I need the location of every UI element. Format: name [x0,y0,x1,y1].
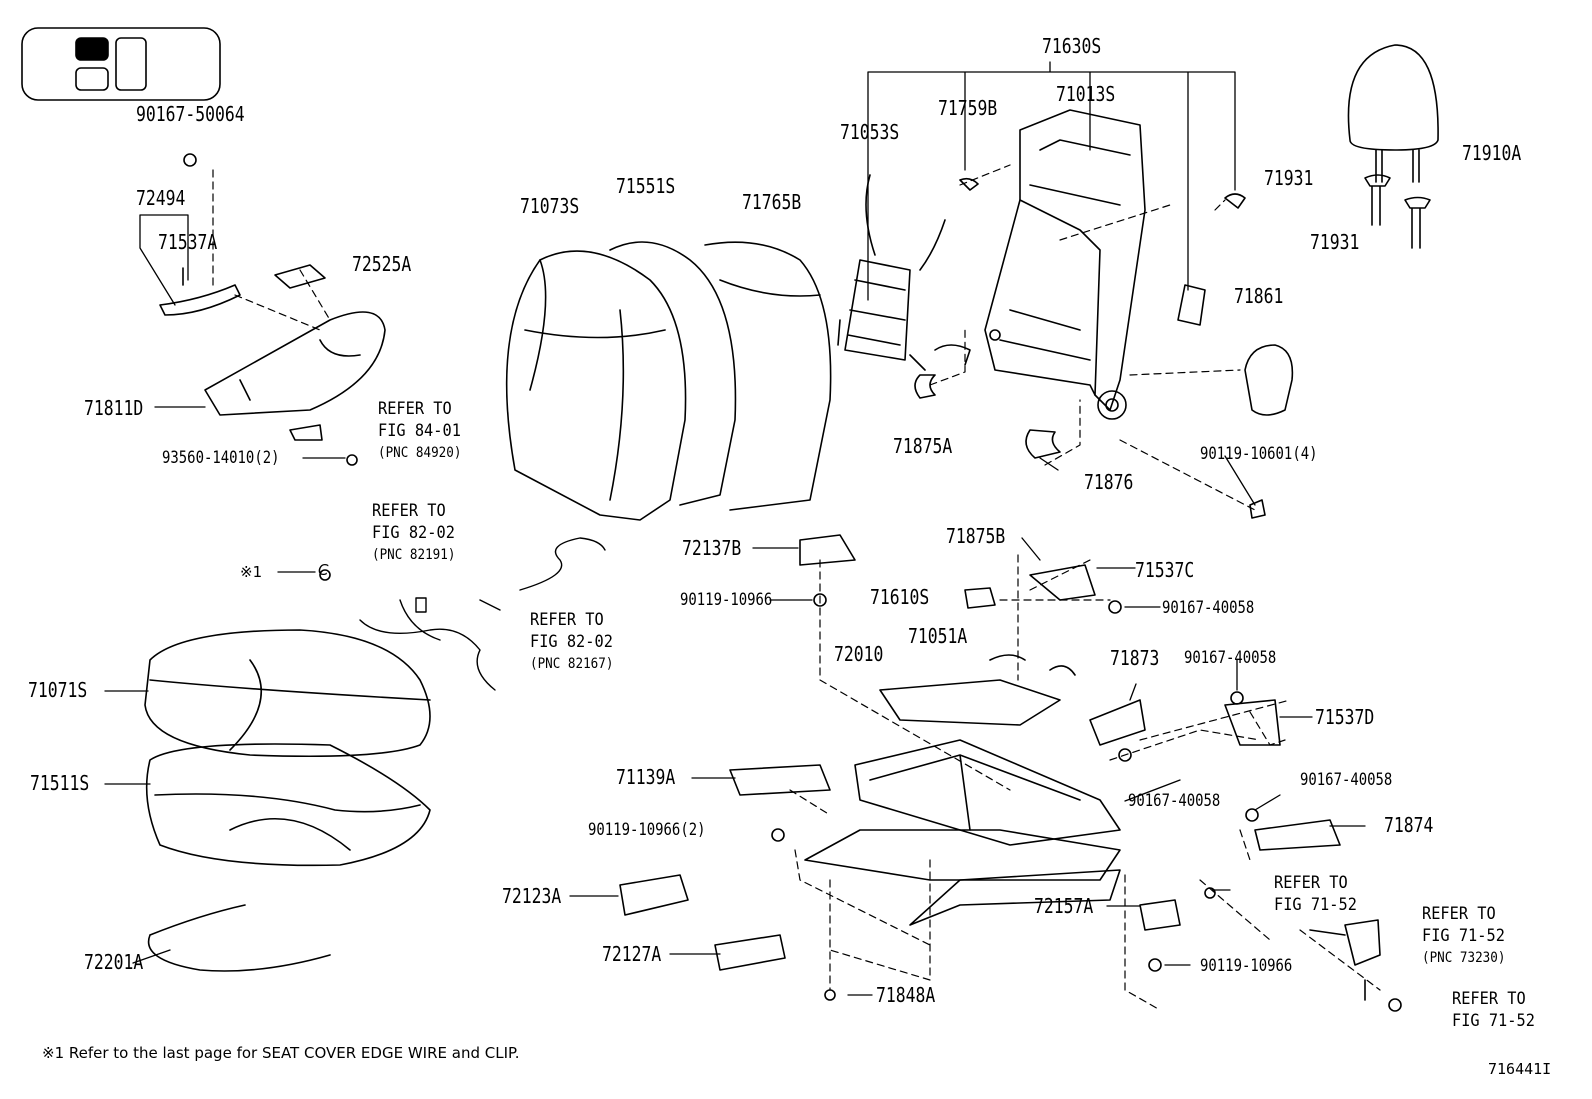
part-number-label: 71931 [1310,230,1360,254]
reference-line: REFER TO [378,399,452,419]
part-number-label: 90119-10966 [680,590,773,610]
dashed-lines [212,164,1381,1011]
part-number-label: 90119-10966(2) [588,820,706,840]
part-number-label: 71537C [1135,558,1195,582]
bolt-drawing [1249,499,1266,519]
reference-line: FIG 82-02 [372,523,455,543]
part-number-label: 90167-40058 [1300,770,1393,790]
part-number-label: 72201A [84,950,144,974]
part-number-label: 71759B [938,96,998,120]
note-marker-letter: C [318,561,329,579]
reference-line: FIG 71-52 [1422,926,1505,946]
reference-line: FIG 82-02 [530,632,613,652]
part-number-label: 72123A [502,884,562,908]
figure-reference: REFER TO FIG 84-01 (PNC 84920) [378,398,461,464]
part-number-label: 71537A [158,230,218,254]
note-marker: ※1 [240,563,263,581]
part-number-label: 72137B [682,536,742,560]
reference-line: FIG 84-01 [378,421,461,441]
part-number-label: 71861 [1234,284,1284,308]
part-number-label: 71875A [893,434,953,458]
part-number-label: 71073S [520,194,580,218]
part-number-label: 93560-14010(2) [162,448,280,468]
part-number-label: 71551S [616,174,676,198]
part-number-label: 90167-40058 [1128,791,1221,811]
part-number-label: 90119-10601(4) [1200,444,1318,464]
part-number-label: 71910A [1462,141,1522,165]
leader-lines [104,61,1366,996]
part-number-label: 71811D [84,396,144,420]
seat-track-drawing [804,654,1121,926]
armrest-drawing [159,153,386,466]
part-number-label: 90119-10966 [1200,956,1293,976]
recliner-cover-inner-drawing [1025,429,1061,459]
part-number-label: 71610S [870,585,930,609]
seat-cushion-cover-drawing [144,629,431,758]
part-number-label: 71051A [908,624,968,648]
part-number-label: 71874 [1384,813,1434,837]
part-number-label: 71071S [28,678,88,702]
seatback-frame-drawing [959,109,1246,420]
part-number-label: 72010 [834,642,884,666]
figure-reference: REFER TO FIG 71-52 (PNC 73230) [1422,903,1505,969]
part-number-label: 71848A [876,983,936,1007]
reference-pnc: (PNC 84920) [378,445,462,461]
edge-wire-drawing [147,904,331,972]
part-number-label: 71511S [30,771,90,795]
figure-code: 716441I [1488,1060,1552,1078]
reference-pnc: (PNC 82167) [530,656,614,672]
part-number-label: 72127A [602,942,662,966]
part-number-label: 90167-50064 [136,102,245,126]
figure-reference: REFER TO FIG 71-52 [1274,872,1357,916]
part-number-label: 71765B [742,190,802,214]
vehicle-locator-icon [21,27,221,101]
part-number-label: 72525A [352,252,412,276]
reference-line: REFER TO [1274,873,1348,893]
seat-cushion-pad-drawing [145,743,431,867]
part-number-label: 71875B [946,524,1006,548]
figure-reference: REFER TO FIG 82-02 (PNC 82167) [530,609,613,675]
footnote: ※1 Refer to the last page for SEAT COVER… [42,1044,520,1062]
part-number-label: 90167-40058 [1184,648,1277,668]
wire-harness-drawing [359,537,606,691]
brackets-drawing [319,534,1402,1012]
part-number-label: 71630S [1042,34,1102,58]
headrest-drawing [1347,44,1439,249]
part-number-label: 72494 [136,186,186,210]
reference-line: FIG 71-52 [1452,1011,1535,1031]
figure-reference: REFER TO FIG 71-52 [1452,988,1535,1032]
recliner-cover-drawing [1244,344,1294,416]
reference-line: REFER TO [1422,904,1496,924]
seatback-cover-drawing [505,241,832,521]
part-number-label: 71053S [840,120,900,144]
reference-pnc: (PNC 73230) [1422,950,1506,966]
part-number-label: 72157A [1034,894,1094,918]
part-number-label: 71537D [1315,705,1375,729]
part-number-label: 71873 [1110,646,1160,670]
part-number-label: 71876 [1084,470,1134,494]
reference-line: REFER TO [530,610,604,630]
reference-line: REFER TO [1452,989,1526,1009]
part-number-label: 90167-40058 [1162,598,1255,618]
reference-line: FIG 71-52 [1274,895,1357,915]
part-number-label: 71139A [616,765,676,789]
reference-line: REFER TO [372,501,446,521]
reference-pnc: (PNC 82191) [372,547,456,563]
lumbar-support-drawing [837,174,971,399]
part-number-label: 71013S [1056,82,1116,106]
part-number-label: 71931 [1264,166,1314,190]
figure-reference: REFER TO FIG 82-02 (PNC 82191) [372,500,455,566]
